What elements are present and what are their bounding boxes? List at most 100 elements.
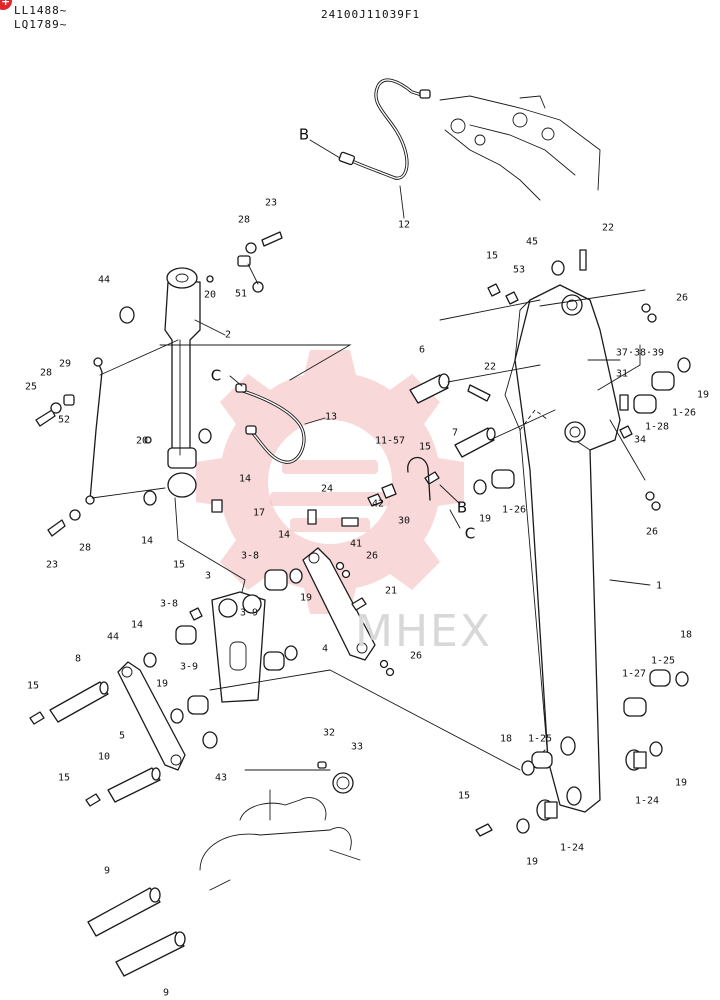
callout-33: 33	[350, 741, 364, 753]
pin-7	[454, 427, 496, 458]
callout-19: 19	[696, 389, 710, 401]
callout-44: 44	[97, 274, 111, 286]
callout-2: 2	[224, 329, 232, 341]
serial-range-2: LQ1789~	[14, 18, 68, 31]
bushing-1-27	[623, 697, 647, 717]
callout-18: 18	[499, 733, 513, 745]
bushing-3-9a	[263, 651, 285, 671]
callout-3: 3	[204, 570, 212, 582]
pin-9b	[115, 931, 186, 977]
callout-1: 1	[655, 580, 663, 592]
bushing-3-8a	[264, 569, 288, 591]
callout-9: 9	[162, 987, 170, 999]
bushing-1-25b	[531, 751, 553, 769]
callout-15: 15	[57, 772, 71, 784]
callout-22: 22	[601, 222, 615, 234]
callout-14: 14	[277, 529, 291, 541]
callout-29: 29	[58, 358, 72, 370]
callout-1-24: 1-24	[634, 795, 660, 807]
hose-12	[309, 78, 431, 219]
callout-41: 41	[349, 538, 363, 550]
link-5	[117, 661, 186, 771]
callout-10: 10	[97, 751, 111, 763]
callout-3-8: 3-8	[159, 598, 179, 610]
link-4	[302, 547, 376, 661]
callout-28: 28	[39, 367, 53, 379]
callout-4: 4	[321, 643, 329, 655]
callout-7: 7	[451, 427, 459, 439]
callout-23: 23	[264, 197, 278, 209]
callout-15: 15	[26, 680, 40, 692]
fasteners	[29, 231, 661, 837]
serial-range-1: LL1488~	[14, 4, 68, 17]
bushing-3-9b	[187, 695, 209, 715]
drawing-number: 24100J11039F1	[321, 8, 421, 21]
pin-8	[49, 681, 109, 723]
callout-52: 52	[57, 414, 71, 426]
callout-9: 9	[103, 865, 111, 877]
callout-3-8: 3-8	[240, 550, 260, 562]
callout-letter-b: B	[456, 498, 468, 517]
bushing-1-24b	[536, 799, 558, 821]
bushing-1-26a	[651, 371, 675, 391]
callout-28: 28	[237, 214, 251, 226]
callout-19: 19	[478, 513, 492, 525]
callout-letter-b: B	[298, 125, 310, 144]
frame-outline	[199, 669, 521, 891]
callout-15: 15	[418, 441, 432, 453]
pin-6	[409, 373, 450, 404]
callout-19: 19	[155, 678, 169, 690]
callout-34: 34	[633, 434, 647, 446]
callout-letter-c: C	[464, 524, 476, 543]
callout-14: 14	[130, 619, 144, 631]
callout-17: 17	[252, 507, 266, 519]
callout-1-24: 1-24	[559, 842, 585, 854]
callout-15: 15	[485, 250, 499, 262]
callout-5: 5	[118, 730, 126, 742]
callout-32: 32	[322, 727, 336, 739]
callout-53: 53	[512, 264, 526, 276]
callout-30: 30	[397, 515, 411, 527]
callout-19: 19	[674, 777, 688, 789]
arm-reference-outline	[439, 95, 601, 201]
callout-44: 44	[106, 631, 120, 643]
callout-12: 12	[397, 219, 411, 231]
pin-10	[107, 767, 161, 803]
bushing-3-8b	[175, 625, 197, 645]
callout-31: 31	[615, 368, 629, 380]
callout-37-38-39: 37·38·39	[615, 347, 665, 359]
bushing-1-28	[633, 394, 657, 414]
callout-26: 26	[675, 292, 689, 304]
callout-24: 24	[320, 483, 334, 495]
callout-45: 45	[525, 236, 539, 248]
callout-3-9: 3-9	[239, 607, 259, 619]
pin-9a	[87, 887, 161, 937]
callout-1-25: 1-25	[527, 733, 553, 745]
pin-32	[317, 761, 327, 769]
washers	[119, 260, 691, 834]
callout-11-57: 11-57	[374, 435, 406, 447]
cylinder-2	[164, 267, 201, 498]
callout-18: 18	[679, 629, 693, 641]
callout-1-26: 1-26	[501, 504, 527, 516]
callout-1-27: 1-27	[621, 668, 647, 680]
callout-6: 6	[418, 344, 426, 356]
callout-20: 20	[135, 435, 149, 447]
callout-8: 8	[74, 653, 82, 665]
callout-20: 20	[203, 289, 217, 301]
callout-1-26: 1-26	[671, 407, 697, 419]
callout-25: 25	[24, 381, 38, 393]
callout-1-25: 1-25	[650, 655, 676, 667]
plus-badge-icon[interactable]: +	[0, 0, 12, 10]
callout-26: 26	[365, 550, 379, 562]
callout-3-9: 3-9	[179, 661, 199, 673]
boom-1	[504, 284, 651, 813]
callout-26: 26	[409, 650, 423, 662]
snap-ring-33	[332, 772, 354, 794]
callout-1-28: 1-28	[644, 421, 670, 433]
callout-15: 15	[172, 559, 186, 571]
callout-14: 14	[238, 473, 252, 485]
bushing-1-24a	[625, 749, 647, 771]
callout-42: 42	[371, 498, 385, 510]
callout-43: 43	[214, 772, 228, 784]
